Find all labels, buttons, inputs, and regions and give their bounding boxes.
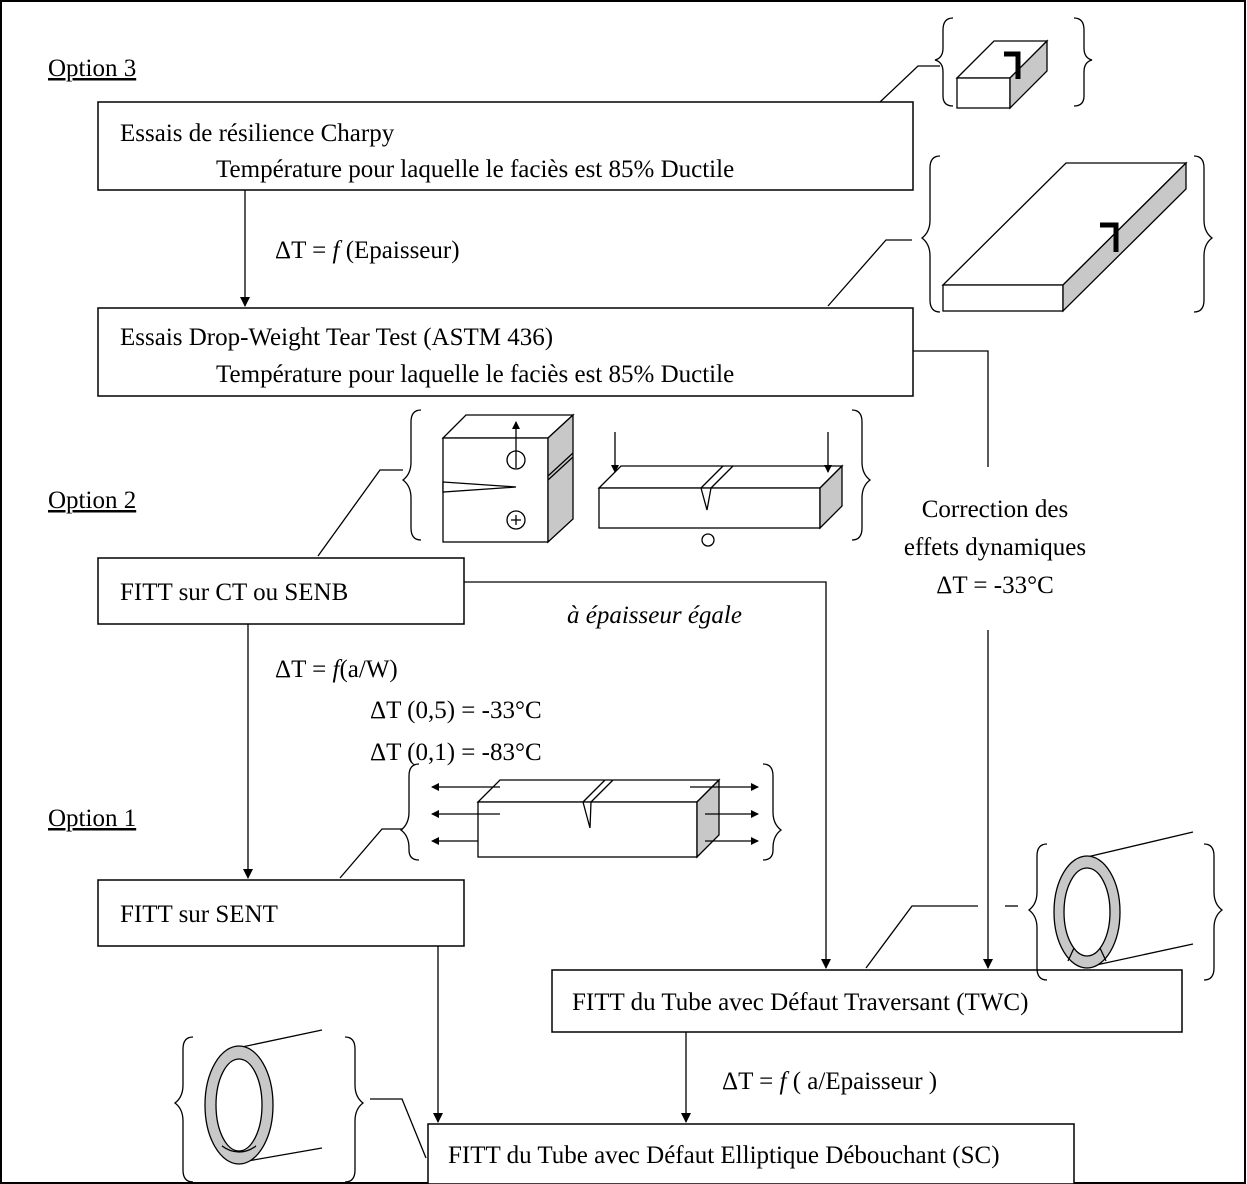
fitt-twc-box: FITT du Tube avec Défaut Traversant (TWC… bbox=[551, 969, 1183, 1033]
fitt-sc-box: FITT du Tube avec Défaut Elliptique Débo… bbox=[427, 1123, 1075, 1184]
fitt-sent-label: FITT sur SENT bbox=[120, 901, 278, 928]
charpy-title: Essais de résilience Charpy bbox=[120, 120, 395, 147]
correction-line-3: ΔT = -33°C bbox=[936, 572, 1054, 599]
dt-epaisseur-annotation: ΔT = f (Epaisseur) bbox=[275, 237, 460, 264]
dt-aep-suffix: ( a/Epaisseur ) bbox=[786, 1068, 937, 1095]
dwtt-specimen-sketch bbox=[827, 155, 1214, 313]
fitt-sent-box: FITT sur SENT bbox=[97, 879, 465, 947]
fitt-twc-label: FITT du Tube avec Défaut Traversant (TWC… bbox=[572, 989, 1028, 1016]
dwtt-criterion: Température pour laquelle le faciès est … bbox=[216, 361, 734, 388]
charpy-box: Essais de résilience Charpy Température … bbox=[97, 101, 914, 191]
option-1-label: Option 1 bbox=[48, 805, 136, 832]
dt-aep-annotation: ΔT = f ( a/Epaisseur ) bbox=[722, 1068, 937, 1095]
dwtt-title: Essais Drop-Weight Tear Test (ASTM 436) bbox=[120, 324, 553, 351]
dt-05-label: ΔT (0,5) = -33°C bbox=[370, 697, 542, 724]
dwtt-box: Essais Drop-Weight Tear Test (ASTM 436) … bbox=[97, 307, 914, 397]
epaisseur-egale-label: à épaisseur égale bbox=[567, 602, 742, 629]
dt-aw-suffix: (a/W) bbox=[339, 656, 397, 683]
option-3-label: Option 3 bbox=[48, 55, 136, 82]
fitt-ct-label: FITT sur CT ou SENB bbox=[120, 579, 348, 606]
dt-aep-prefix: ΔT = bbox=[722, 1068, 780, 1095]
dt-aw-f: f bbox=[333, 656, 343, 683]
dt-01-label: ΔT (0,1) = -83°C bbox=[370, 739, 542, 766]
arrow-ct-to-twc bbox=[464, 581, 831, 969]
dt-aw-annotation: ΔT = f(a/W) bbox=[275, 656, 398, 683]
dt-aw-prefix: ΔT = bbox=[275, 656, 333, 683]
dt-epaisseur-f: f bbox=[333, 237, 343, 264]
correction-line-1: Correction des bbox=[922, 496, 1068, 523]
dt-epaisseur-suffix: (Epaisseur) bbox=[339, 237, 459, 264]
charpy-criterion: Température pour laquelle le faciès est … bbox=[216, 156, 734, 183]
fitt-ct-box: FITT sur CT ou SENB bbox=[97, 557, 465, 625]
charpy-specimen-sketch bbox=[879, 17, 1093, 110]
dt-epaisseur-prefix: ΔT = bbox=[275, 237, 333, 264]
correction-line-2: effets dynamiques bbox=[904, 534, 1086, 561]
option-2-label: Option 2 bbox=[48, 487, 136, 514]
sent-specimen-sketch bbox=[339, 763, 783, 879]
ct-senb-specimen-sketch bbox=[317, 409, 872, 557]
connector-dwtt-correction bbox=[913, 350, 989, 467]
sc-tube-sketch bbox=[173, 1029, 427, 1183]
fitt-sc-label: FITT du Tube avec Défaut Elliptique Débo… bbox=[448, 1142, 1000, 1169]
twc-tube-sketch bbox=[865, 831, 1224, 981]
dt-aep-f: f bbox=[780, 1068, 790, 1095]
